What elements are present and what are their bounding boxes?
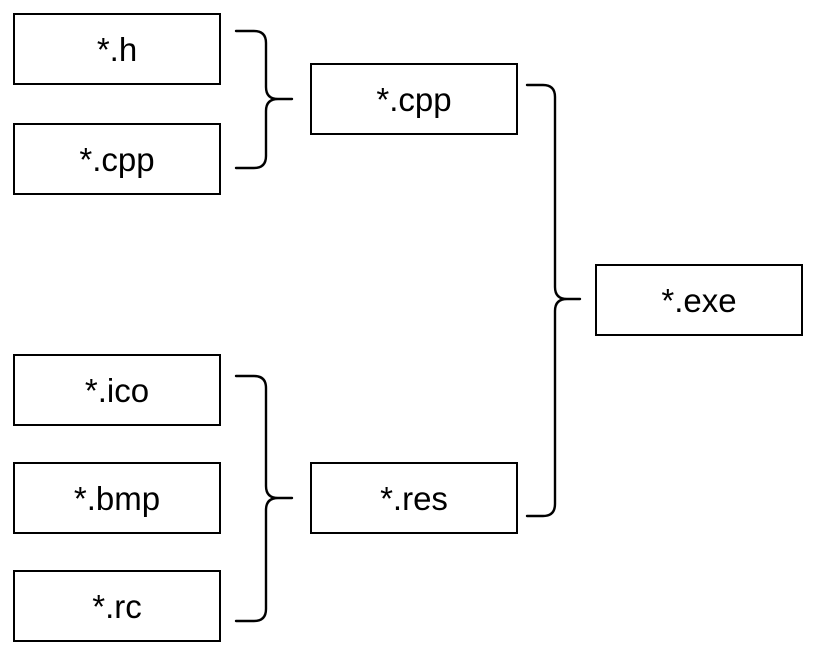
source-cpp-box: *.cpp bbox=[13, 123, 221, 195]
source-cpp-label: *.cpp bbox=[79, 140, 155, 178]
resource-ico-box: *.ico bbox=[13, 354, 221, 426]
resource-rc-label: *.rc bbox=[92, 587, 142, 625]
source-h-box: *.h bbox=[13, 13, 221, 85]
intermediate-cpp-label: *.cpp bbox=[376, 80, 452, 118]
brace-sources-to-cpp bbox=[234, 29, 294, 170]
resource-ico-label: *.ico bbox=[84, 371, 150, 409]
intermediate-cpp-box: *.cpp bbox=[310, 63, 518, 135]
brace-objects-to-exe bbox=[525, 83, 582, 518]
resource-bmp-label: *.bmp bbox=[73, 479, 161, 517]
output-exe-box: *.exe bbox=[595, 264, 803, 336]
resource-bmp-box: *.bmp bbox=[13, 462, 221, 534]
intermediate-res-label: *.res bbox=[380, 479, 448, 517]
resource-rc-box: *.rc bbox=[13, 570, 221, 642]
intermediate-res-box: *.res bbox=[310, 462, 518, 534]
output-exe-label: *.exe bbox=[661, 281, 737, 319]
brace-resources-to-res bbox=[234, 374, 294, 623]
source-h-label: *.h bbox=[96, 30, 138, 68]
